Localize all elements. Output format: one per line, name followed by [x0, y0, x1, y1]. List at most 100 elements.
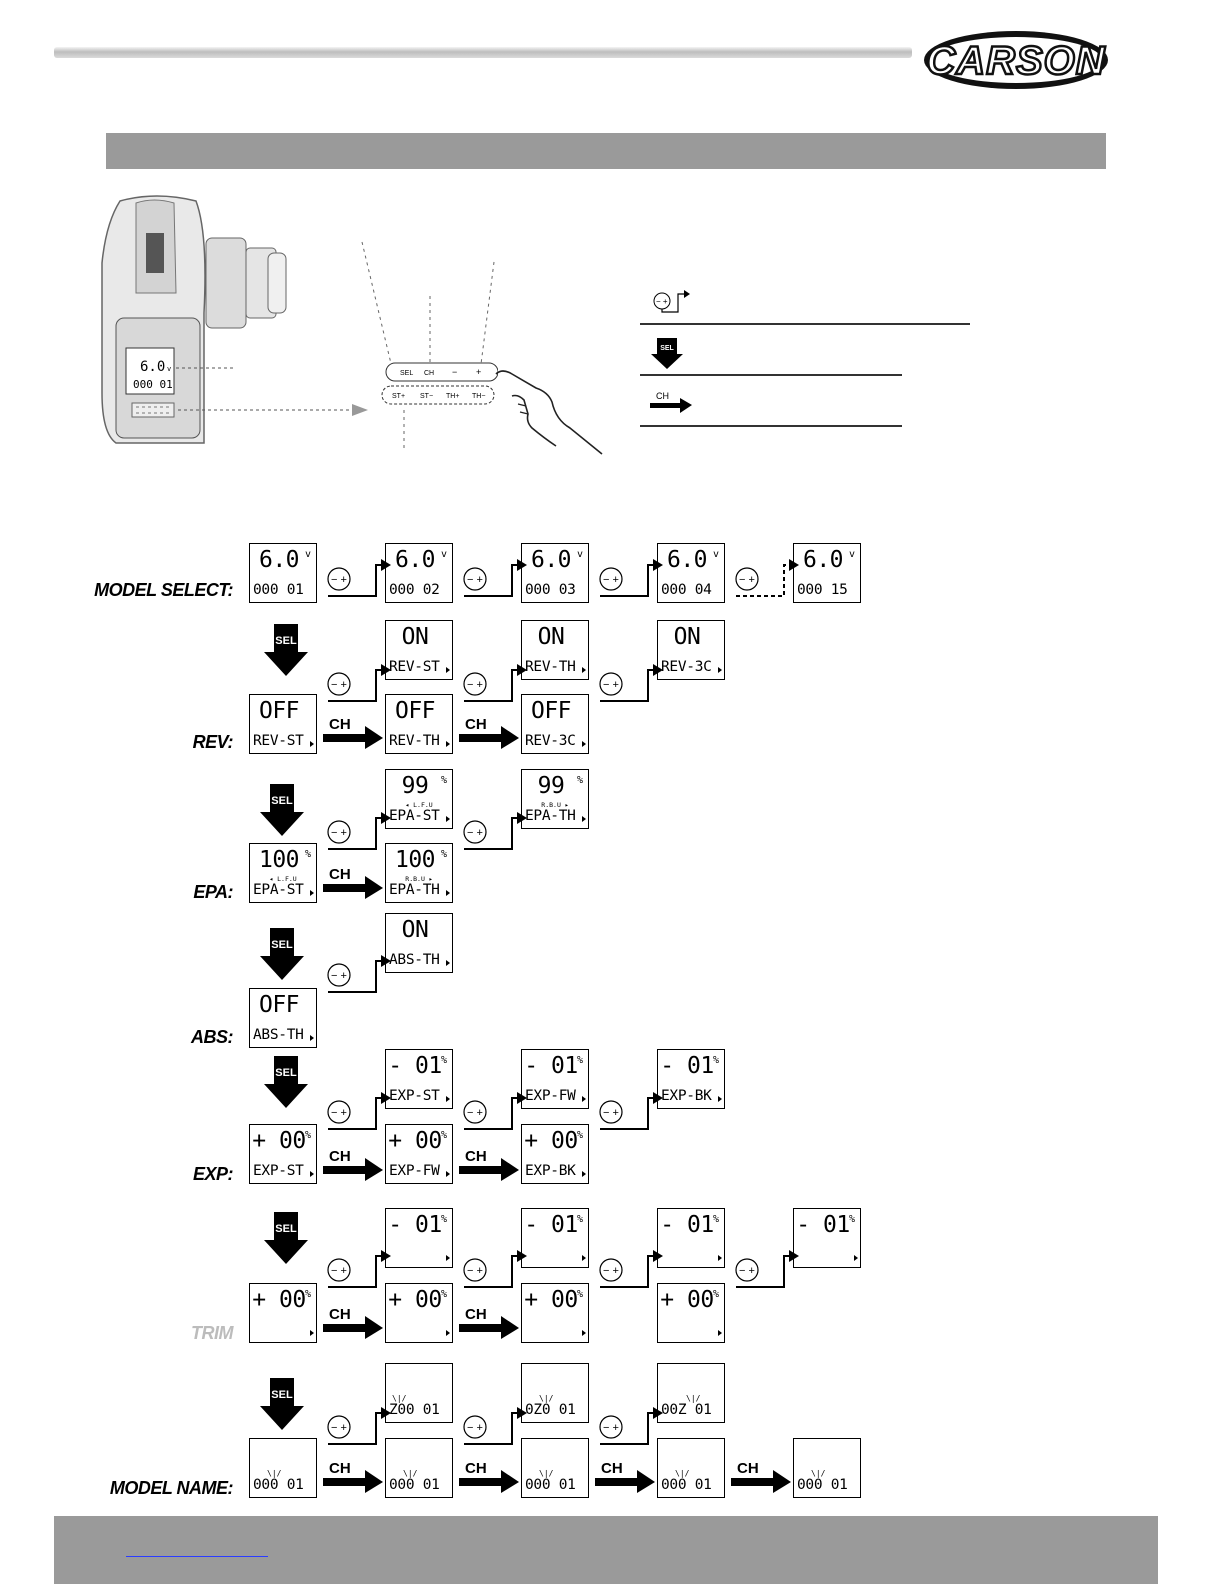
cursor-triangle-icon — [582, 667, 586, 673]
ch-label: CH — [329, 866, 351, 883]
lcd-value: 99 — [401, 773, 429, 799]
plus-minus-step-icon: − + — [324, 557, 392, 603]
ch-label: CH — [465, 1306, 487, 1323]
row-label: EXP: — [192, 1164, 234, 1184]
lcd-value: + 00 — [660, 1287, 714, 1313]
svg-text:− +: − + — [331, 1107, 347, 1119]
key-st-plus[interactable]: ST+ — [392, 393, 405, 400]
plus-minus-step-icon: − + — [596, 662, 664, 708]
lcd-function: REV-3C — [661, 659, 712, 675]
lcd-unit: v — [712, 549, 719, 560]
lcd-unit: % — [712, 1289, 719, 1300]
row-label: REV: — [192, 732, 234, 752]
blink-marker-icon: \∣/ — [539, 1394, 554, 1403]
lcd-function: Z00 01 — [389, 1402, 440, 1418]
lcd-unit: % — [440, 1130, 447, 1141]
row-label: TRIM — [191, 1323, 234, 1343]
lcd-value: + 00 — [388, 1128, 442, 1154]
plus-minus-step-icon: − + — [732, 1248, 800, 1294]
cursor-triangle-icon — [718, 1096, 722, 1102]
lcd-value: 100 — [258, 847, 300, 873]
sel-label: SEL — [271, 1389, 293, 1401]
key-plus[interactable]: + — [476, 367, 481, 377]
lcd-function: EPA-TH — [525, 808, 576, 824]
key-sel[interactable]: SEL — [400, 370, 413, 377]
plus-minus-step-icon: − + — [324, 1248, 392, 1294]
lcd-function: EXP-BK — [525, 1163, 576, 1179]
svg-text:− +: − + — [467, 679, 483, 691]
key-st-minus[interactable]: ST− — [420, 393, 433, 400]
lcd-value: 6.0 — [802, 547, 844, 573]
plus-minus-step-icon: − + — [596, 1405, 664, 1451]
lcd-value: - 01 — [796, 1212, 850, 1238]
lcd-screen: + 00% — [249, 1283, 317, 1343]
ch-arrow-icon: CH — [321, 866, 385, 900]
lcd-value: ON — [401, 624, 429, 650]
lcd-screen: - 01% — [793, 1208, 861, 1268]
cursor-triangle-icon — [718, 1330, 722, 1336]
sel-label: SEL — [275, 635, 297, 647]
ch-label: CH — [329, 1460, 351, 1477]
lcd-value: OFF — [258, 992, 300, 1018]
key-th-minus[interactable]: TH− — [472, 393, 485, 400]
footer-bar — [54, 1516, 1158, 1584]
lcd-screen: ON REV-ST — [385, 620, 453, 680]
footer-link-underline[interactable] — [126, 1556, 268, 1557]
lcd-direction: ◂ L.F.U — [405, 801, 433, 809]
lcd-function: EPA-TH — [389, 882, 440, 898]
lcd-value: + 00 — [524, 1287, 578, 1313]
blink-marker-icon: \∣/ — [539, 1469, 554, 1478]
ch-arrow-icon: CH — [729, 1460, 793, 1494]
lcd-value: OFF — [258, 698, 300, 724]
lcd-value: - 01 — [524, 1053, 578, 1079]
ch-arrow-icon: CH — [457, 1148, 521, 1182]
cursor-triangle-icon — [310, 741, 314, 747]
sel-label: SEL — [271, 795, 293, 807]
ch-legend-icon: CH — [648, 388, 694, 416]
transmitter-model: 000 01 — [133, 378, 173, 391]
lcd-function: 000 01 — [253, 1477, 304, 1493]
ch-arrow-icon: CH — [321, 1460, 385, 1494]
svg-text:− +: − + — [331, 1265, 347, 1277]
lcd-screen: 000 01\∣/ — [249, 1438, 317, 1498]
lcd-value: ON — [537, 624, 565, 650]
plus-minus-step-icon: − + — [460, 662, 528, 708]
lcd-screen: Z00 01\∣/ — [385, 1363, 453, 1423]
key-ch[interactable]: CH — [424, 370, 434, 377]
ch-label: CH — [329, 1148, 351, 1165]
plus-minus-step-icon: − + — [596, 1248, 664, 1294]
lcd-value: - 01 — [660, 1212, 714, 1238]
key-th-plus[interactable]: TH+ — [446, 393, 459, 400]
cursor-triangle-icon — [446, 1255, 450, 1261]
key-minus[interactable]: − — [452, 367, 457, 377]
svg-text:− +: − + — [603, 679, 619, 691]
lcd-screen: 000 01\∣/ — [793, 1438, 861, 1498]
cursor-triangle-icon — [718, 667, 722, 673]
cursor-triangle-icon — [446, 960, 450, 966]
lcd-direction: R.B.U ▸ — [405, 875, 433, 883]
lcd-unit: % — [848, 1214, 855, 1225]
lcd-value: - 01 — [660, 1053, 714, 1079]
svg-text:− +: − + — [603, 1107, 619, 1119]
lcd-function: 00Z 01 — [661, 1402, 712, 1418]
lcd-unit: % — [576, 1289, 583, 1300]
ch-label: CH — [737, 1460, 759, 1477]
lcd-value: - 01 — [388, 1053, 442, 1079]
lcd-function: REV-ST — [389, 659, 440, 675]
lcd-function: EXP-BK — [661, 1088, 712, 1104]
svg-text:− +: − + — [603, 1422, 619, 1434]
lcd-screen: 000 01\∣/ — [657, 1438, 725, 1498]
ch-label: CH — [465, 716, 487, 733]
lcd-function: 000 15 — [797, 582, 848, 598]
lcd-direction: R.B.U ▸ — [541, 801, 569, 809]
lcd-function: EXP-FW — [525, 1088, 576, 1104]
plus-minus-step-icon: − + — [652, 288, 692, 314]
svg-text:− +: − + — [467, 1422, 483, 1434]
cursor-triangle-icon — [446, 1171, 450, 1177]
lcd-value: + 00 — [252, 1128, 306, 1154]
svg-text:− +: − + — [467, 574, 483, 586]
